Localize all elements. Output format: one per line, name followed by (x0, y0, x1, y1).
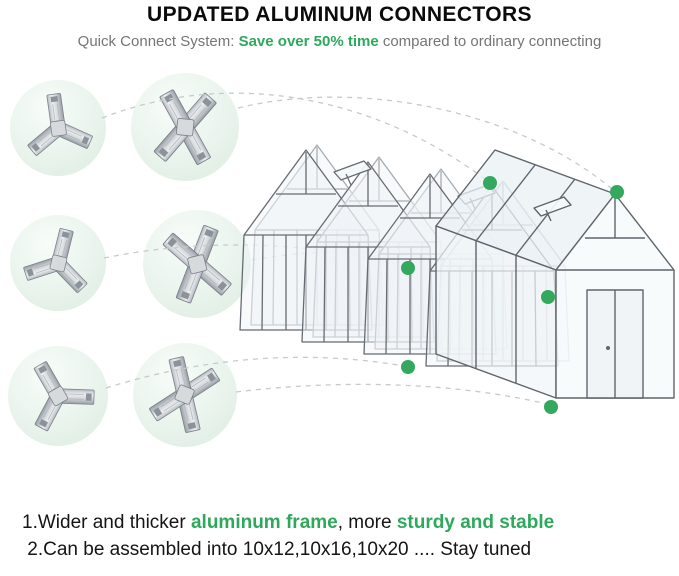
connector-location-dot (610, 185, 624, 199)
connector-location-dot (541, 290, 555, 304)
cross-connector-icon (145, 212, 250, 317)
greenhouse-front-section (435, 149, 675, 399)
front-gable (555, 193, 675, 399)
connector-photo-6 (133, 343, 237, 447)
leader-line (237, 96, 613, 190)
feature-1-highlight-frame: aluminum frame (190, 512, 338, 533)
header: UPDATED ALUMINUM CONNECTORS Quick Connec… (0, 3, 679, 50)
cross-connector-icon (138, 80, 233, 175)
connector-photo-3 (10, 215, 106, 311)
connector-photo-2 (131, 73, 239, 181)
connector-photo-1 (10, 80, 106, 176)
connector-location-dot (544, 400, 558, 414)
subtitle-prefix: Quick Connect System: (77, 33, 239, 50)
subtitle-highlight: Save over 50% time (238, 33, 379, 50)
corner-connector-icon (11, 216, 104, 309)
page-title: UPDATED ALUMINUM CONNECTORS (147, 3, 532, 26)
feature-2-text: 2.Can be assembled into 10x12,10x16,10x2… (22, 539, 532, 560)
roof-vent-window (457, 184, 496, 210)
leader-line (251, 251, 545, 295)
feature-1-middle: , more (337, 512, 397, 533)
subtitle: Quick Connect System: Save over 50% time… (0, 33, 679, 50)
feature-1-prefix: 1.Wider and thicker (22, 512, 191, 533)
connector-photo-4 (143, 210, 251, 318)
cross-connector-icon (131, 341, 239, 449)
connector-location-dots (401, 176, 624, 414)
roof-vent-window (333, 160, 372, 186)
connector-photo-5 (8, 346, 108, 446)
connector-location-dot (401, 360, 415, 374)
connector-location-dot (483, 176, 497, 190)
feature-line-2: 2.Can be assembled into 10x12,10x16,10x2… (22, 536, 554, 563)
feature-line-1: 1.Wider and thicker aluminum frame, more… (22, 509, 554, 536)
roof-vent-window (533, 196, 572, 222)
roof-panel (435, 149, 616, 271)
door-handle (606, 346, 610, 350)
side-wall (435, 225, 557, 399)
subtitle-suffix: compared to ordinary connecting (378, 33, 602, 50)
feature-1-highlight-sturdy: sturdy and stable (396, 512, 555, 533)
feature-list: 1.Wider and thicker aluminum frame, more… (22, 509, 554, 563)
connector-location-dot (401, 261, 415, 275)
greenhouse-door (586, 289, 644, 399)
corner-connector-icon (3, 341, 112, 450)
corner-connector-icon (15, 85, 102, 172)
greenhouse-frame-sections (239, 144, 570, 367)
leader-line (235, 383, 548, 405)
